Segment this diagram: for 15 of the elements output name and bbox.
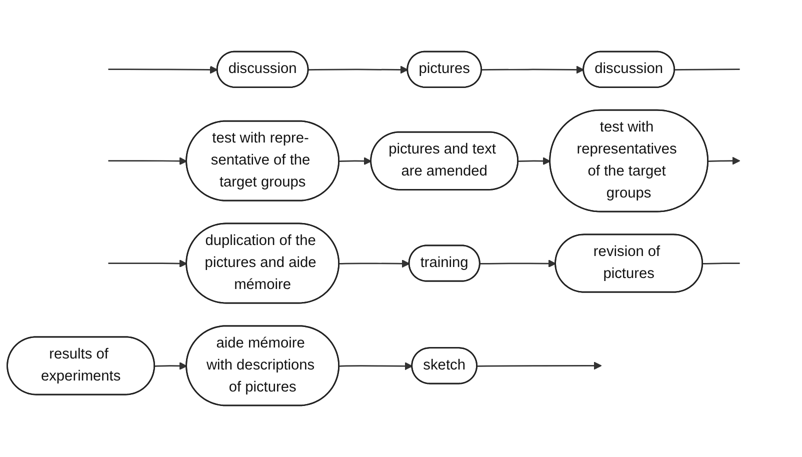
arrow (708, 156, 740, 165)
arrow (482, 66, 584, 74)
connector (702, 262, 740, 264)
arrow (480, 260, 556, 268)
arrow (518, 157, 551, 166)
arrow (108, 66, 218, 74)
arrow (308, 66, 408, 74)
arrow (339, 157, 372, 166)
connector (674, 68, 740, 70)
arrow (339, 362, 413, 370)
arrow (108, 260, 188, 268)
arrow (108, 157, 188, 166)
arrow (339, 260, 410, 268)
arrow (154, 362, 188, 370)
arrow (477, 362, 602, 370)
